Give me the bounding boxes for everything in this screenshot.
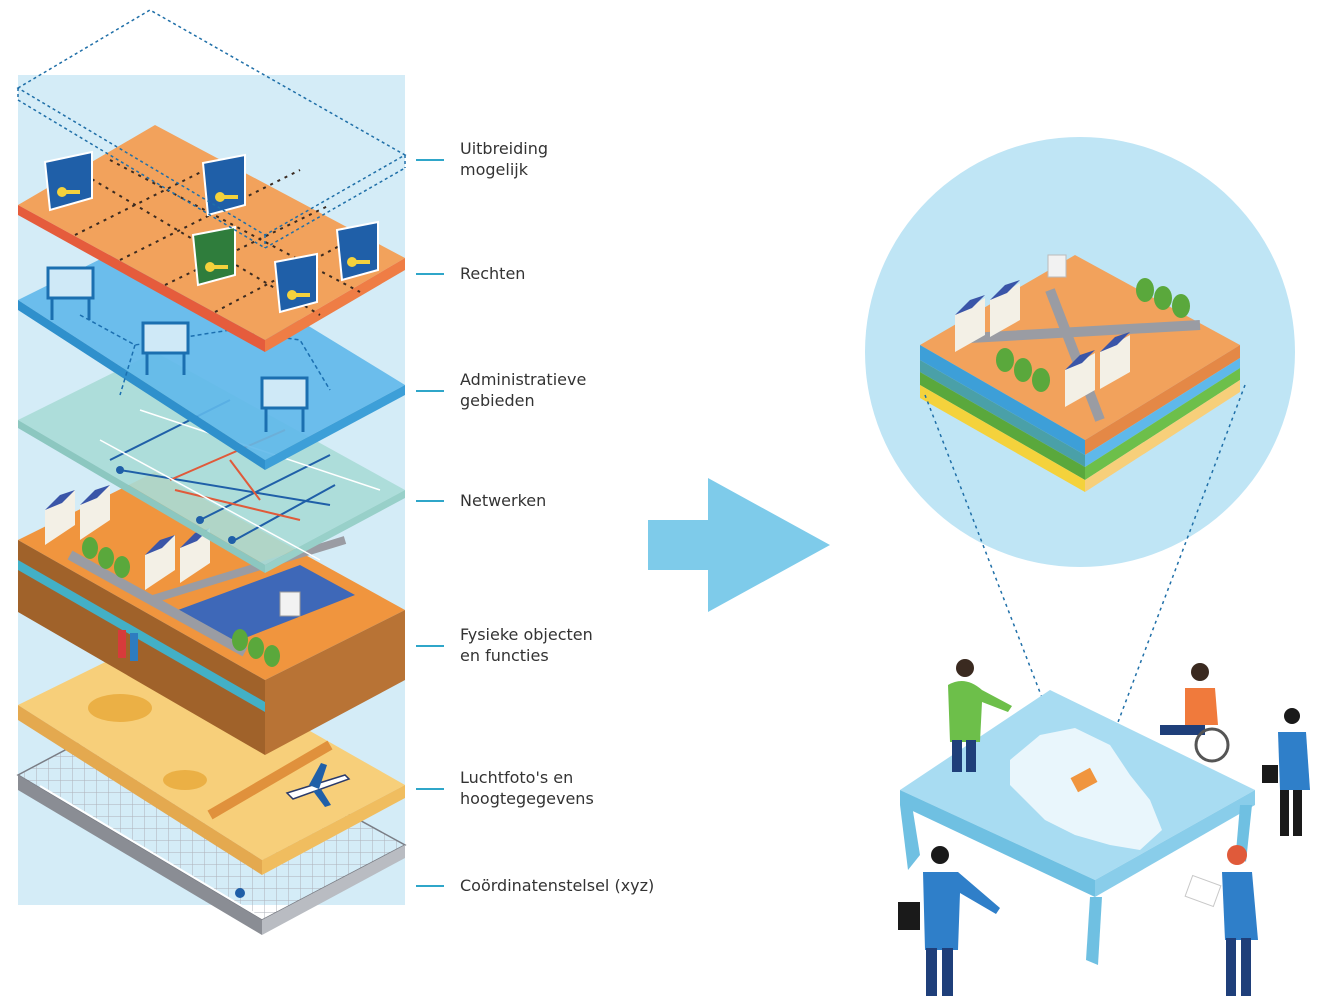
- administrative-areas-layer: [18, 232, 405, 470]
- magnifier-rays: [924, 384, 1246, 771]
- map-table: [900, 690, 1255, 965]
- leader-line-extension: [416, 159, 444, 161]
- label-physical: Fysieke objecten en functies: [460, 625, 593, 665]
- magnified-detail: [865, 137, 1295, 567]
- wheelchair-user-icon: [1160, 663, 1230, 763]
- airplane-icon: [285, 763, 351, 807]
- tree-icon: [82, 537, 280, 667]
- arrow-right-icon: [648, 478, 830, 612]
- utility-box-icon: [1047, 254, 1067, 278]
- leader-line-coordinates: [416, 885, 444, 887]
- label-networks: Netwerken: [460, 491, 547, 510]
- leader-line-rights: [416, 273, 444, 275]
- netherlands-map: [1010, 728, 1162, 850]
- signpost-icon: [46, 266, 309, 432]
- wheelchair-icon: [1194, 727, 1230, 763]
- label-coordinates: Coördinatenstelsel (xyz): [460, 876, 655, 895]
- origin-marker-icon: [235, 888, 245, 898]
- person-icon: [1184, 845, 1258, 996]
- person-icon: [898, 846, 1000, 996]
- deed-document-icon: [43, 150, 379, 314]
- house-icon: [955, 280, 1130, 407]
- label-extension: Uitbreiding mogelijk: [460, 139, 548, 179]
- aerial-photo-layer: [18, 640, 405, 875]
- networks-layer: [18, 352, 405, 573]
- tree-icon: [996, 278, 1190, 392]
- briefcase-icon: [1262, 765, 1278, 783]
- house-icon: [45, 485, 210, 590]
- highlight-marker: [1070, 767, 1098, 793]
- leader-line-aerial: [416, 788, 444, 790]
- leader-line-networks: [416, 500, 444, 502]
- person-icon: [948, 659, 1012, 772]
- leader-line-admin: [416, 390, 444, 392]
- label-rights: Rechten: [460, 264, 526, 283]
- leader-line-physical: [416, 645, 444, 647]
- person-icon: [1262, 708, 1310, 836]
- key-icon: [57, 187, 370, 300]
- utility-box-icon: [279, 591, 301, 617]
- rights-layer: [18, 125, 405, 352]
- label-admin: Administratieve gebieden: [460, 370, 587, 410]
- briefcase-icon: [898, 902, 920, 930]
- extension-layer: [16, 9, 407, 249]
- physical-objects-layer: [18, 472, 405, 755]
- label-aerial: Luchtfoto's en hoogtegegevens: [460, 768, 594, 808]
- pipe-icon: [118, 630, 138, 661]
